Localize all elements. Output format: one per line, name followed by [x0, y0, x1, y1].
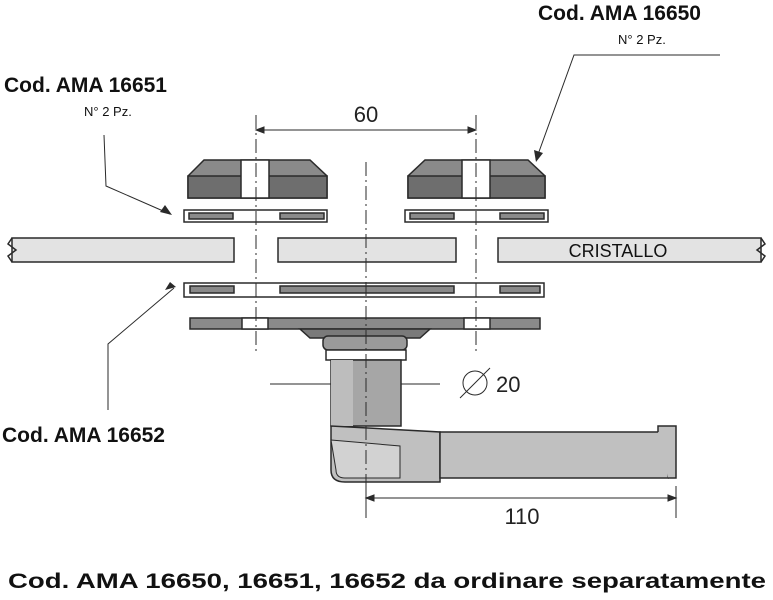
- handle-lever: [330, 425, 677, 483]
- glass-panel: [6, 237, 767, 263]
- handle-collar: [322, 335, 408, 361]
- dimension-diameter: [270, 367, 491, 399]
- diameter-symbol-icon: [462, 370, 488, 396]
- cap-left: [187, 159, 328, 199]
- dimension-spacing-value: 60: [354, 102, 378, 127]
- washer-bottom: [183, 282, 545, 298]
- handle-spindle: [330, 359, 402, 427]
- label-qty-16651: N° 2 Pz.: [84, 104, 132, 119]
- label-code-16650: Cod. AMA 16650: [538, 2, 701, 25]
- center-lines: [255, 115, 477, 500]
- dimension-diameter-value: 20: [496, 372, 520, 397]
- label-code-16651: Cod. AMA 16651: [4, 74, 167, 97]
- label-glass: CRISTALLO: [569, 241, 668, 261]
- dimension-handle-length: [364, 486, 678, 518]
- footer-note: Cod. AMA 16650, 16651, 16652 da ordinare…: [8, 570, 766, 593]
- label-qty-16650: N° 2 Pz.: [618, 32, 666, 47]
- dimension-handle-length-value: 110: [504, 504, 539, 529]
- leader-lines: [103, 54, 720, 410]
- label-code-16652: Cod. AMA 16652: [2, 424, 165, 447]
- base-plate: [189, 317, 541, 339]
- dimension-spacing: [254, 126, 478, 134]
